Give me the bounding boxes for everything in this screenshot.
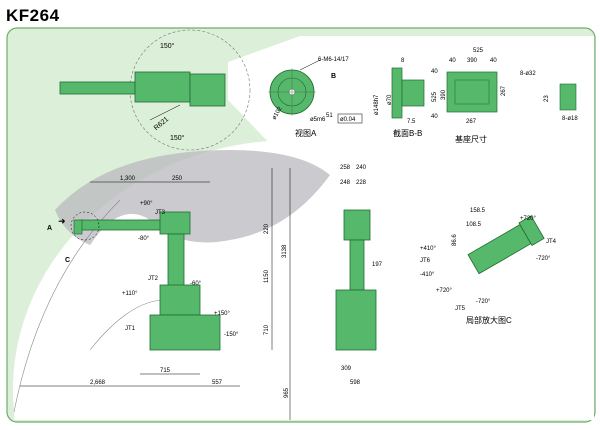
section-bb-caption: 截面B-B: [393, 128, 422, 138]
j5-neg: -410°: [420, 272, 435, 278]
j4-label: JT4: [546, 239, 557, 245]
section-d1: ø148h7: [374, 94, 380, 115]
dim-557: 557: [212, 380, 223, 386]
j2-label: JT2: [148, 276, 159, 282]
base-w-total: 525: [473, 48, 484, 54]
base-right-40: 40: [490, 58, 497, 64]
dim-2668: 2,668: [90, 380, 106, 386]
callout-b: B: [331, 73, 336, 80]
j1-neg: -150°: [224, 332, 239, 338]
j2-fwd: +110°: [122, 291, 138, 297]
j3-down: -80°: [138, 236, 150, 242]
dim-240: 240: [356, 165, 367, 171]
dim-3138: 3138: [282, 244, 288, 258]
base-side-40b: 40: [431, 114, 438, 120]
dim-220: 220: [264, 223, 270, 234]
dim-248: 248: [340, 180, 351, 186]
detail-area: [300, 150, 594, 420]
dim-197: 197: [372, 262, 383, 268]
dim-1150: 1150: [264, 269, 270, 283]
j5-pos: +410°: [420, 246, 437, 252]
base-hole-spec: 8-ø32: [520, 71, 536, 77]
label-c: C: [65, 257, 70, 264]
j4-neg: -720°: [536, 256, 551, 262]
base-side-plate: [559, 83, 577, 111]
top-view: 150° 150° R621: [59, 29, 251, 151]
front-body: [335, 289, 377, 351]
j3-label: JT3: [155, 210, 166, 216]
top-swing-circle: [129, 29, 251, 151]
view-a: 6-M6-14/17 B ø102 ø5m6 51 ø0.04 视图A: [268, 57, 363, 138]
view-a-caption: 视图A: [295, 128, 317, 138]
bolt-spec: 6-M6-14/17: [318, 57, 349, 63]
section-boss: [401, 79, 425, 107]
dim-108: 108.5: [466, 222, 482, 228]
dim-309: 309: [341, 366, 352, 372]
fit-dia: ø5m6: [310, 117, 326, 123]
top-arm: [59, 81, 136, 95]
base-bottom: 267: [466, 119, 477, 125]
j6-label: JT6: [420, 258, 431, 264]
section-d3: 8: [401, 58, 405, 64]
dim-86: 86.6: [452, 234, 458, 246]
side-base: [149, 314, 221, 351]
model-title: KF264: [6, 6, 60, 25]
dim-598: 598: [350, 380, 361, 386]
base-h-525: 525: [432, 91, 438, 102]
j4-pos: +720°: [520, 216, 537, 222]
detail-circle-c: [70, 211, 100, 241]
base-thickness: 23: [544, 95, 550, 102]
base-caption: 基座尺寸: [455, 134, 487, 144]
front-arm: [349, 239, 365, 291]
wrist-caption: 局部放大图C: [466, 315, 512, 325]
reach-arc-inner: [89, 299, 166, 351]
dim-offset-top: 250: [172, 176, 183, 182]
top-angle-bottom: 150°: [170, 134, 185, 142]
section-bb: ø148h7 ø70 8 7.5 截面B-B: [374, 58, 425, 138]
wrist-detail: 158.5 108.5 86.6 +720° JT4 -720° +410° J…: [420, 208, 557, 325]
reach-envelope: [55, 150, 330, 245]
front-view: 258 240 248 228 197 309 598: [335, 165, 383, 386]
base-left-40: 40: [449, 58, 456, 64]
j6-neg: -720°: [476, 299, 491, 305]
front-head: [343, 209, 371, 241]
j3-up: +90°: [140, 201, 153, 207]
j2-back: -60°: [190, 281, 202, 287]
j6-pos: +720°: [436, 288, 453, 294]
top-base-housing: [189, 73, 226, 107]
dim-reach-top: 1,300: [120, 176, 136, 182]
base-267-side: 267: [501, 85, 507, 96]
base-hole-small: 8-ø18: [562, 116, 578, 122]
base-side-40a: 40: [431, 69, 438, 75]
top-angle-top: 150°: [160, 42, 175, 50]
arrow-a-icon: ➜: [58, 216, 66, 226]
label-a: A: [47, 225, 52, 232]
base-dimensions: 525 40 390 40 525 390 40 40 267 267 8-ø3…: [431, 48, 578, 144]
section-d4: 7.5: [407, 119, 416, 125]
depth-51: 51: [326, 113, 333, 119]
side-wrist: [73, 219, 83, 235]
base-w-inner: 390: [467, 58, 478, 64]
base-plan: [446, 71, 498, 113]
dim-158: 158.5: [470, 208, 486, 214]
side-shoulder: [159, 284, 201, 316]
section-d2: ø70: [387, 94, 393, 105]
j1-pos: +150°: [214, 311, 231, 317]
tolerance: ø0.04: [340, 117, 356, 123]
wrist-flange: [518, 215, 545, 246]
section-flange: [391, 67, 403, 119]
top-view-sweep-wedge: [228, 36, 594, 180]
dim-228: 228: [356, 180, 367, 186]
base-h-390: 390: [441, 89, 447, 100]
side-view: 1,300 250 A ➜ C +90° JT3 -80° JT2 +110° …: [20, 168, 291, 420]
dim-710: 710: [264, 324, 270, 335]
dim-715: 715: [160, 368, 171, 374]
dim-258: 258: [340, 165, 351, 171]
top-forearm-housing: [134, 71, 191, 103]
j1-label: JT1: [125, 326, 136, 332]
dim-965: 965: [284, 387, 290, 398]
j5-label: JT5: [455, 306, 466, 312]
